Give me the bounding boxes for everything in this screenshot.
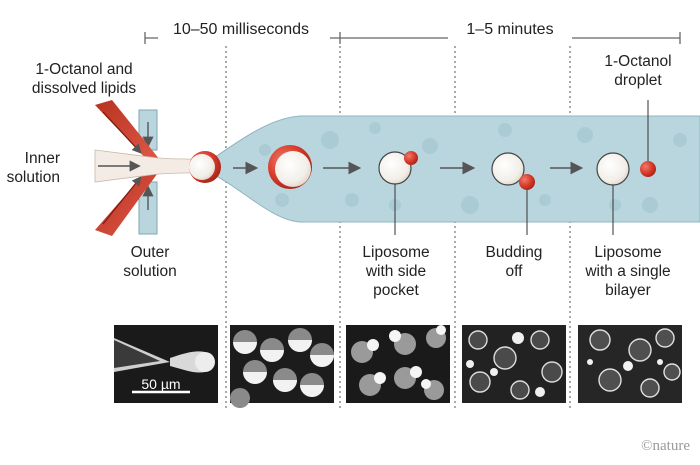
lipids-label-line1: 1-Octanol and (35, 61, 132, 78)
single-bilayer-label-line1: Liposome (594, 244, 661, 261)
inner-label-line1: Inner (25, 150, 60, 167)
side-pocket-label-line1: Liposome (362, 244, 429, 261)
phase-label-minutes: 1–5 minutes (466, 21, 553, 38)
nature-credit: ©nature (641, 438, 690, 454)
emerging-droplet (189, 151, 221, 183)
liposome-single-bilayer (596, 152, 630, 186)
octanol-coated-droplet (268, 145, 312, 189)
octanol-label-line2: droplet (614, 72, 662, 89)
budding-label-line2: off (506, 263, 524, 280)
phase-label-milliseconds: 10–50 milliseconds (173, 21, 309, 38)
micrograph-single-bilayer (578, 325, 682, 403)
outer-label-line2: solution (123, 263, 176, 280)
lipid-streams (95, 100, 160, 236)
octanol-label-line1: 1-Octanol (604, 53, 671, 70)
single-bilayer-label-line2: with a single (584, 263, 670, 280)
outer-label-line1: Outer (131, 244, 170, 261)
octanol-droplet (640, 161, 656, 177)
scale-bar-label: 50 µm (141, 376, 180, 392)
stage-dividers (225, 46, 571, 410)
inner-label-line2: solution (7, 169, 60, 186)
single-bilayer-label-line3: bilayer (605, 282, 651, 299)
micrograph-droplets (230, 325, 334, 408)
leader-lines (394, 100, 649, 235)
micrograph-side-pockets (346, 325, 450, 403)
lipids-label-line2: dissolved lipids (32, 80, 136, 97)
budding-label-line1: Budding (486, 244, 543, 261)
liposome-budding (491, 152, 535, 190)
channel-bubbles (259, 122, 687, 214)
side-pocket-label-line2: with side (365, 263, 426, 280)
micrograph-nozzle: 50 µm (114, 325, 218, 403)
micrograph-budding (462, 325, 566, 403)
side-pocket-label-line3: pocket (373, 282, 419, 299)
